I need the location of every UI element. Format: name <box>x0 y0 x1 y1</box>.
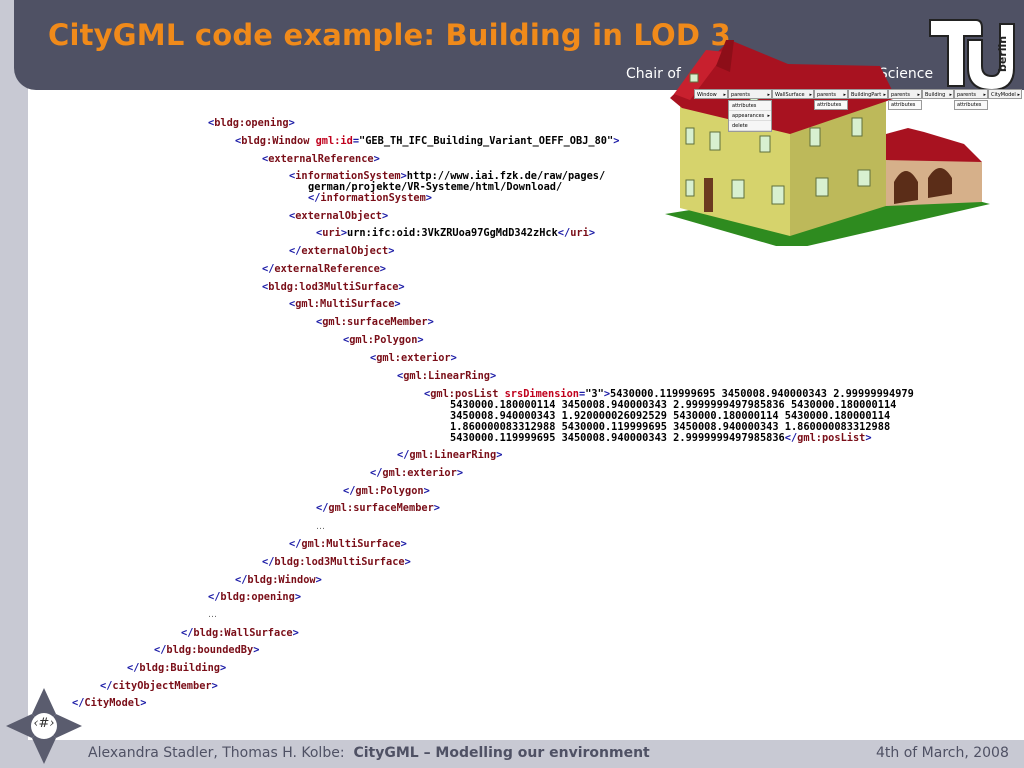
xml-line: <bldg:lod3MultiSurface> <box>262 281 405 293</box>
building-3d-model-image <box>665 40 990 246</box>
breadcrumb-attributes[interactable]: attributes <box>888 100 922 110</box>
xml-line: </bldg:lod3MultiSurface> <box>262 556 411 568</box>
xml-line: </externalObject> <box>289 245 395 257</box>
xml-line: 5430000.180000114 3450008.940000343 2.99… <box>450 399 897 411</box>
footer-date: 4th of March, 2008 <box>876 745 1009 761</box>
xml-line: … <box>208 610 217 620</box>
xml-line: <gml:MultiSurface> <box>289 298 401 310</box>
chair-subtitle: Chair of Science <box>626 66 933 82</box>
context-menu: attributes appearances▸ delete <box>728 100 772 132</box>
slide-title: CityGML code example: Building in LOD 3 <box>48 18 731 52</box>
xml-line: <gml:posList srsDimension="3">5430000.11… <box>424 388 914 400</box>
xml-line: </gml:LinearRing> <box>397 449 503 461</box>
xml-line: <externalObject> <box>289 210 389 222</box>
breadcrumb-item[interactable]: Building▸ <box>922 89 954 99</box>
slide-number: ‹#› <box>33 716 55 731</box>
xml-line: 1.860000083312988 5430000.119999695 3450… <box>450 421 891 433</box>
tu-berlin-logo-icon: berlin <box>929 19 1015 92</box>
context-menu-item[interactable]: delete <box>729 121 771 131</box>
xml-line: <uri>urn:ifc:oid:3VkZRUoa97GgMdD342zHck<… <box>316 227 596 239</box>
xml-line: <bldg:opening> <box>208 117 295 129</box>
xml-code-listing: <bldg:opening> <bldg:Window gml:id="GEB_T… <box>72 117 914 709</box>
slide-navigation-compass-icon[interactable] <box>6 688 82 764</box>
xml-line: </gml:MultiSurface> <box>289 538 407 550</box>
breadcrumb-attributes[interactable]: attributes <box>814 100 848 110</box>
breadcrumb-item[interactable]: CityModel▸ <box>988 89 1022 99</box>
xml-line: <bldg:Window gml:id="GEB_TH_IFC_Building… <box>235 135 620 147</box>
logo-text: berlin <box>996 36 1009 72</box>
breadcrumb-item[interactable]: parents▸ <box>814 89 848 99</box>
xml-line: <gml:Polygon> <box>343 334 424 346</box>
xml-line: </bldg:opening> <box>208 591 302 603</box>
xml-line: </informationSystem> <box>308 192 432 204</box>
xml-line: </bldg:WallSurface> <box>181 627 299 639</box>
xml-line: </bldg:boundedBy> <box>154 644 260 656</box>
breadcrumb-item[interactable]: parents▸ <box>728 89 772 99</box>
breadcrumb-item[interactable]: parents▸ <box>888 89 922 99</box>
xml-line: </bldg:Building> <box>127 662 227 674</box>
xml-line: </bldg:Window> <box>235 574 322 586</box>
xml-line: … <box>316 522 325 532</box>
breadcrumb-item[interactable]: BuildingPart▸ <box>848 89 888 99</box>
xml-line: <informationSystem>http://www.iai.fzk.de… <box>289 170 606 182</box>
xml-line: </externalReference> <box>262 263 386 275</box>
xml-line: <gml:exterior> <box>370 352 457 364</box>
footer-authors: Alexandra Stadler, Thomas H. Kolbe: City… <box>88 745 650 761</box>
xml-line: </gml:Polygon> <box>343 485 430 497</box>
xml-line: </cityObjectMember> <box>100 680 218 692</box>
subtitle-right: Science <box>878 66 934 82</box>
xml-line: <externalReference> <box>262 153 380 165</box>
footer-bar <box>0 740 1024 768</box>
xml-line: <gml:LinearRing> <box>397 370 497 382</box>
breadcrumb-item[interactable]: Window▸ <box>694 89 728 99</box>
breadcrumb-item[interactable]: WallSurface▸ <box>772 89 814 99</box>
xml-line: </gml:exterior> <box>370 467 464 479</box>
xml-line: </CityModel> <box>72 697 147 709</box>
xml-line: <gml:surfaceMember> <box>316 316 434 328</box>
xml-line: german/projekte/VR-Systeme/html/Download… <box>308 181 563 193</box>
breadcrumb-attributes[interactable]: attributes <box>954 100 988 110</box>
xml-line: 5430000.119999695 3450008.940000343 2.99… <box>450 432 872 444</box>
xml-line: 3450008.940000343 1.92000002609252​9 543… <box>450 410 891 422</box>
subtitle-left: Chair of <box>626 66 681 82</box>
context-menu-item[interactable]: appearances▸ <box>729 111 771 121</box>
breadcrumb-item[interactable]: parents▸ <box>954 89 988 99</box>
xml-line: </gml:surfaceMember> <box>316 502 440 514</box>
footer-talk-title: CityGML – Modelling our environment <box>353 745 650 761</box>
context-menu-item[interactable]: attributes <box>729 101 771 111</box>
breadcrumb: Window▸ parents▸ WallSurface▸ parents▸ B… <box>694 89 1024 111</box>
